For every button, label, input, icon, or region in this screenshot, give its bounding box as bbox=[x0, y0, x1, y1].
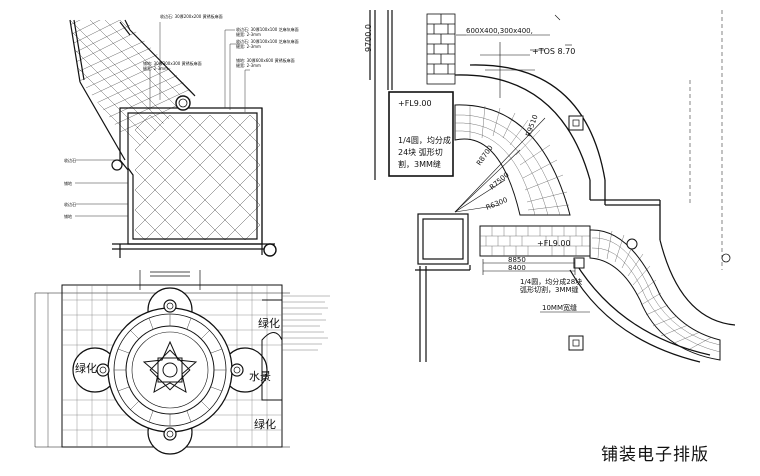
tos-label: +TOS 8.70 bbox=[532, 47, 575, 56]
dim-8850: 8850 bbox=[508, 256, 526, 264]
corner-column-circle-2 bbox=[263, 243, 277, 257]
note-5: 缝宽: 2-3mm bbox=[236, 43, 261, 49]
arc-note-1-line3: 割，3MM缝 bbox=[398, 159, 441, 169]
elevation-label-mid: +FL9.00 bbox=[537, 239, 571, 248]
tile-size-label: 600X400,300x400, bbox=[466, 27, 533, 35]
note-8: 铺地: 30厚300x300 黄锈板麻面 bbox=[143, 60, 202, 66]
side-label-3: 收边石 bbox=[64, 201, 76, 207]
green-label-1: 绿化 bbox=[258, 316, 280, 330]
dim-8400: 8400 bbox=[508, 264, 526, 272]
arc-note-2-line1: 1/4圆，均分成28块 bbox=[520, 277, 582, 286]
green-label-3: 绿化 bbox=[254, 417, 276, 431]
corner-column-circle bbox=[175, 95, 191, 111]
note-1: 收边石: 30厚200x200 黄锈板麻面 bbox=[160, 13, 223, 19]
joint-label: 10MM宽缝 bbox=[542, 303, 577, 312]
caption-title: 铺装电子排版 bbox=[601, 445, 709, 465]
elevation-label-top: +FL9.00 bbox=[398, 99, 432, 108]
radius-label-1: R8700 bbox=[475, 144, 495, 167]
note-3: 缝宽: 2-3mm bbox=[236, 31, 261, 37]
side-label-2: 铺地 bbox=[64, 180, 72, 186]
corner-column-circle-3 bbox=[111, 159, 123, 171]
right-curved-paving-plan: 9700.0 +FL9.00 +TOS 8.70 600X400,300x400… bbox=[364, 10, 736, 363]
radius-label-3: R6300 bbox=[485, 196, 509, 212]
top-left-paving-plan: 收边石: 30厚200x200 黄锈板麻面 收边石: 30厚100x100 芝麻… bbox=[64, 13, 299, 258]
note-2: 收边石: 30厚100x100 芝麻灰麻面 bbox=[236, 26, 299, 32]
green-label-2: 绿化 bbox=[75, 361, 97, 375]
note-4: 收边石: 30厚100x100 芝麻灰麻面 bbox=[236, 38, 299, 44]
water-feature-label: 水景 bbox=[249, 370, 271, 383]
bottom-left-plaza-plan: 绿化 绿化 绿化 水景 bbox=[34, 270, 330, 455]
side-label-4: 铺地 bbox=[64, 213, 72, 219]
arc-note-2-line2: 弧形切割，3MM缝 bbox=[520, 285, 579, 294]
note-7: 缝宽: 2-3mm bbox=[236, 62, 261, 68]
side-label-1: 收边石 bbox=[64, 157, 76, 163]
dim-top: 9700.0 bbox=[364, 24, 373, 52]
arc-note-1-line1: 1/4圆，均分成 bbox=[398, 135, 451, 145]
elevation-box-top bbox=[388, 91, 454, 177]
note-9: 缝宽: 2-3mm bbox=[143, 65, 168, 71]
note-6: 铺地: 30厚600x600 黄锈板麻面 bbox=[236, 57, 295, 63]
arc-note-1-line2: 24块 弧形切 bbox=[398, 147, 443, 157]
